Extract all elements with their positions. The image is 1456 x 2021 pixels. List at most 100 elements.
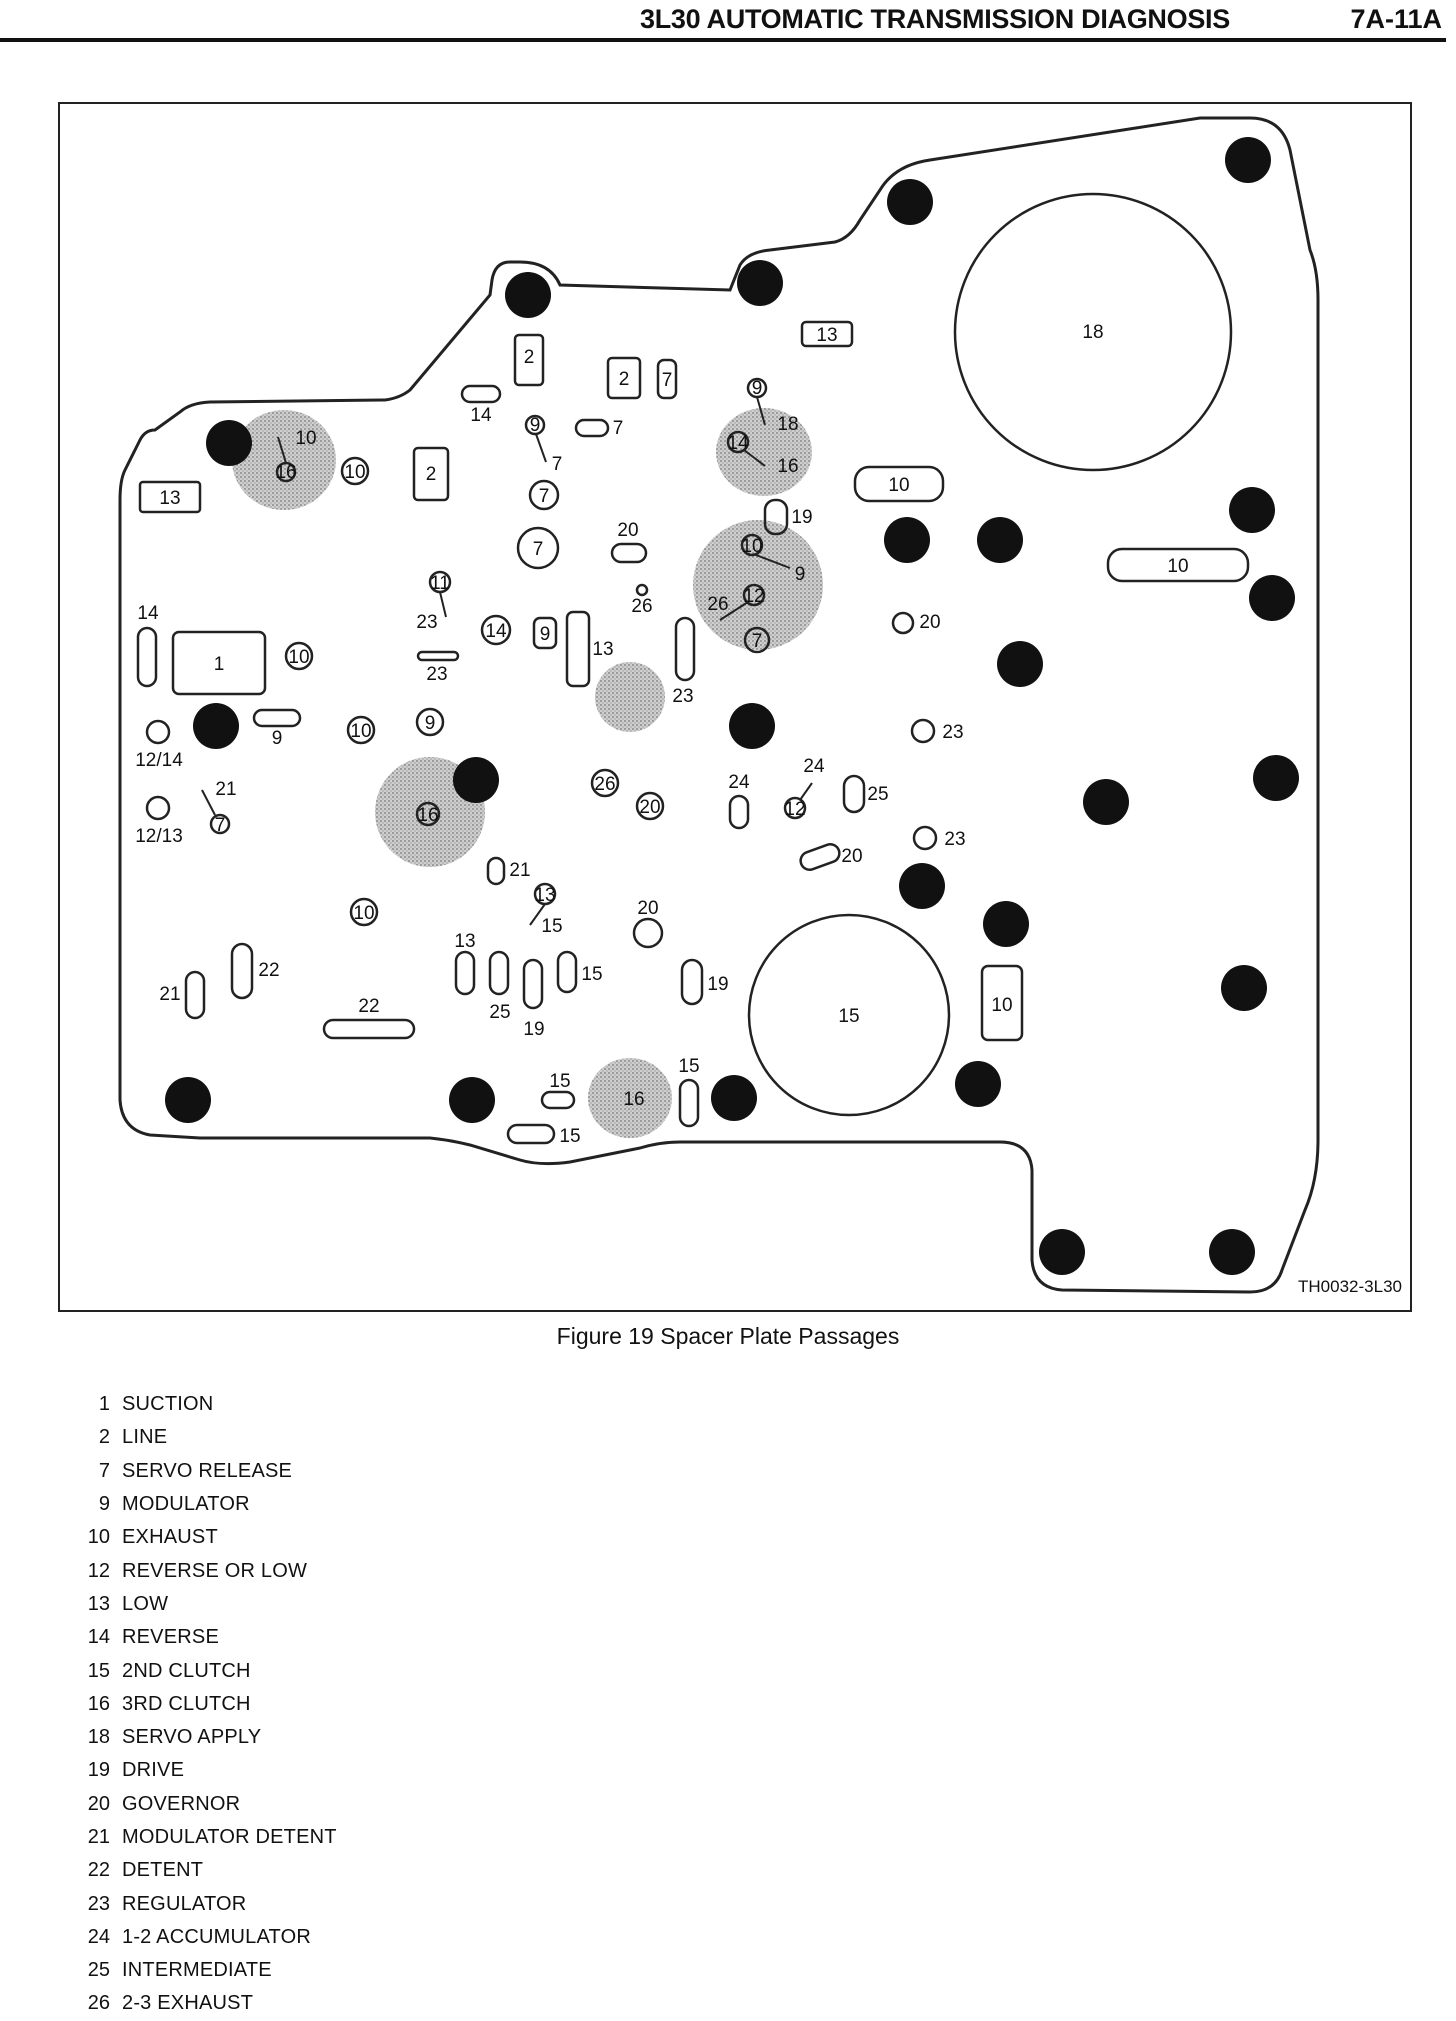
shaded-zone: [595, 662, 665, 732]
slot-15-a: [556, 950, 578, 994]
legend-number: 18: [87, 1726, 110, 1749]
label-16: 16: [623, 1089, 644, 1110]
legend-label: 1-2 ACCUMULATOR: [122, 1925, 311, 1948]
legend-number: 26: [87, 1992, 110, 2015]
bolt-hole: [1225, 137, 1271, 183]
legend-label: 3RD CLUTCH: [122, 1692, 251, 1715]
legend-number: 20: [87, 1792, 110, 1815]
label-19: 19: [523, 1019, 544, 1040]
port-26: [590, 768, 620, 798]
slot-22-a: [230, 942, 254, 1000]
slot-25: [842, 774, 866, 814]
slot-9-b: [532, 616, 558, 650]
port-7-d: [743, 626, 771, 654]
legend-label: DETENT: [122, 1859, 204, 1882]
legend-number: 22: [87, 1859, 110, 1882]
bolt-hole: [453, 757, 499, 803]
label-26: 26: [631, 596, 652, 617]
connector: [743, 449, 766, 467]
slot-10-c: [980, 964, 1024, 1042]
header-title: 3L30 AUTOMATIC TRANSMISSION DIAGNOSIS: [640, 4, 1230, 34]
label-9: 9: [425, 713, 436, 734]
page-number: 7A-11A: [1350, 4, 1442, 34]
label-10: 10: [295, 428, 316, 449]
label-2: 2: [426, 464, 437, 485]
bolt-hole: [1249, 575, 1295, 621]
port-7-b: [516, 526, 560, 570]
label-12-13: 12/13: [135, 826, 183, 847]
bolt-hole: [1083, 779, 1129, 825]
label-15-big: 15: [838, 1006, 859, 1027]
label-10: 10: [1167, 556, 1188, 577]
port-14-b: [726, 430, 750, 454]
bolt-holes: [165, 137, 1299, 1275]
port-14: [480, 614, 512, 646]
label-22: 22: [358, 996, 379, 1017]
connector: [719, 601, 749, 621]
box-7: [656, 358, 678, 400]
slot-19-a: [763, 498, 789, 536]
port-10-d: [349, 897, 379, 927]
label-21: 21: [215, 779, 236, 800]
label-22: 22: [258, 960, 279, 981]
bolt-hole: [737, 260, 783, 306]
slot-19-c: [680, 958, 704, 1006]
port-20-b: [635, 791, 665, 821]
legend-number: 25: [87, 1959, 110, 1982]
label-20: 20: [637, 898, 658, 919]
label-7: 7: [662, 370, 673, 391]
bolt-hole: [1229, 487, 1275, 533]
connector: [756, 396, 766, 426]
slot-9: [252, 708, 302, 728]
label-10: 10: [350, 721, 371, 742]
box-2-b: [606, 356, 642, 400]
label-10: 10: [353, 903, 374, 924]
label-26: 26: [594, 774, 615, 795]
bolt-hole: [899, 863, 945, 909]
label-12-14: 12/14: [135, 750, 183, 771]
bolt-hole: [983, 901, 1029, 947]
label-10: 10: [344, 462, 365, 483]
legend-label: REGULATOR: [122, 1892, 247, 1915]
slot-10-a: [853, 465, 945, 503]
legend-label: MODULATOR DETENT: [122, 1826, 337, 1848]
port-10-b: [284, 641, 314, 671]
label-7: 7: [215, 815, 226, 836]
label-7: 7: [552, 454, 563, 475]
slot-20-a: [610, 542, 648, 564]
label-14: 14: [137, 603, 159, 624]
legend-item: 25 INTERMEDIATE: [80, 1954, 680, 1987]
label-7: 7: [752, 631, 763, 652]
port-9: [415, 707, 445, 737]
legend-label: SERVO RELEASE: [122, 1459, 293, 1482]
label-16: 16: [777, 456, 798, 477]
legend-number: 14: [87, 1626, 110, 1649]
legend-label: INTERMEDIATE: [122, 1959, 272, 1982]
slot-15-b: [540, 1090, 576, 1110]
label-26: 26: [707, 594, 728, 615]
label-15: 15: [559, 1126, 580, 1147]
bolt-hole: [206, 420, 252, 466]
slot-13: [565, 610, 591, 688]
label-20: 20: [617, 520, 638, 541]
figure-caption: Figure 19 Spacer Plate Passages: [556, 1323, 900, 1349]
slot-24: [728, 794, 750, 830]
slot-22-b: [322, 1018, 416, 1040]
slot-7-top: [574, 418, 610, 438]
bolt-hole: [1039, 1229, 1085, 1275]
label-12: 12: [784, 799, 805, 820]
bolt-hole: [1253, 755, 1299, 801]
port-8: [524, 414, 546, 436]
slot-19-b: [522, 958, 544, 1010]
connector: [439, 591, 447, 618]
bolt-hole: [505, 272, 551, 318]
legend-number: 15: [87, 1659, 110, 1682]
label-12: 12: [743, 586, 764, 607]
legend-label: DRIVE: [122, 1759, 185, 1782]
label-1: 1: [214, 654, 225, 675]
